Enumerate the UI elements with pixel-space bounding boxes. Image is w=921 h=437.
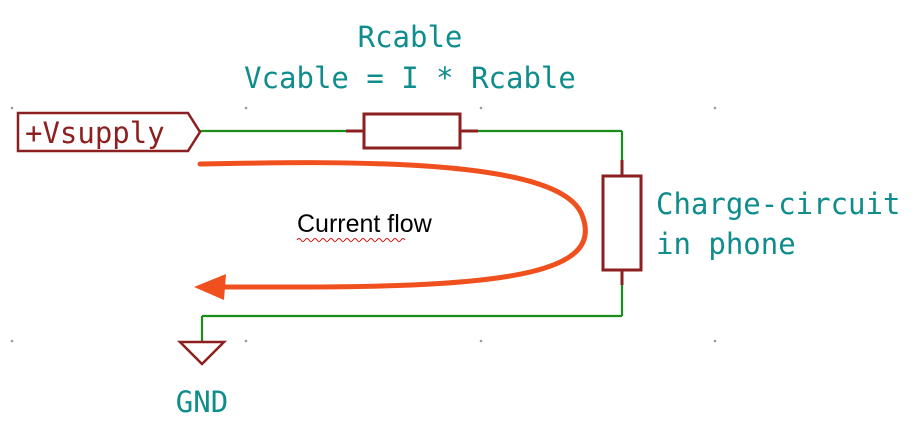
current-flow-arrow — [194, 160, 588, 300]
resistor-rcable — [346, 112, 478, 150]
load-label-line1: Charge-circuit — [656, 187, 900, 221]
spellcheck-underline — [296, 238, 406, 242]
grid-dots — [10, 106, 717, 343]
gnd-symbol — [176, 340, 228, 366]
arrow-head-icon — [194, 274, 226, 300]
resistor-formula: Vcable = I * Rcable — [244, 61, 576, 95]
annotation-text: Current flow — [297, 210, 433, 238]
ground-label: GND — [176, 385, 228, 419]
annotation-current-flow: Current flow — [296, 210, 433, 242]
resistor-load-body — [601, 174, 643, 272]
resistor-rcable-body — [362, 112, 462, 150]
resistor-name: Rcable — [358, 20, 463, 54]
load-label-line2: in phone — [656, 227, 796, 261]
power-label-vsupply: +Vsupply — [16, 111, 202, 153]
resistor-load — [601, 160, 643, 285]
power-label-text: +Vsupply — [25, 116, 165, 150]
